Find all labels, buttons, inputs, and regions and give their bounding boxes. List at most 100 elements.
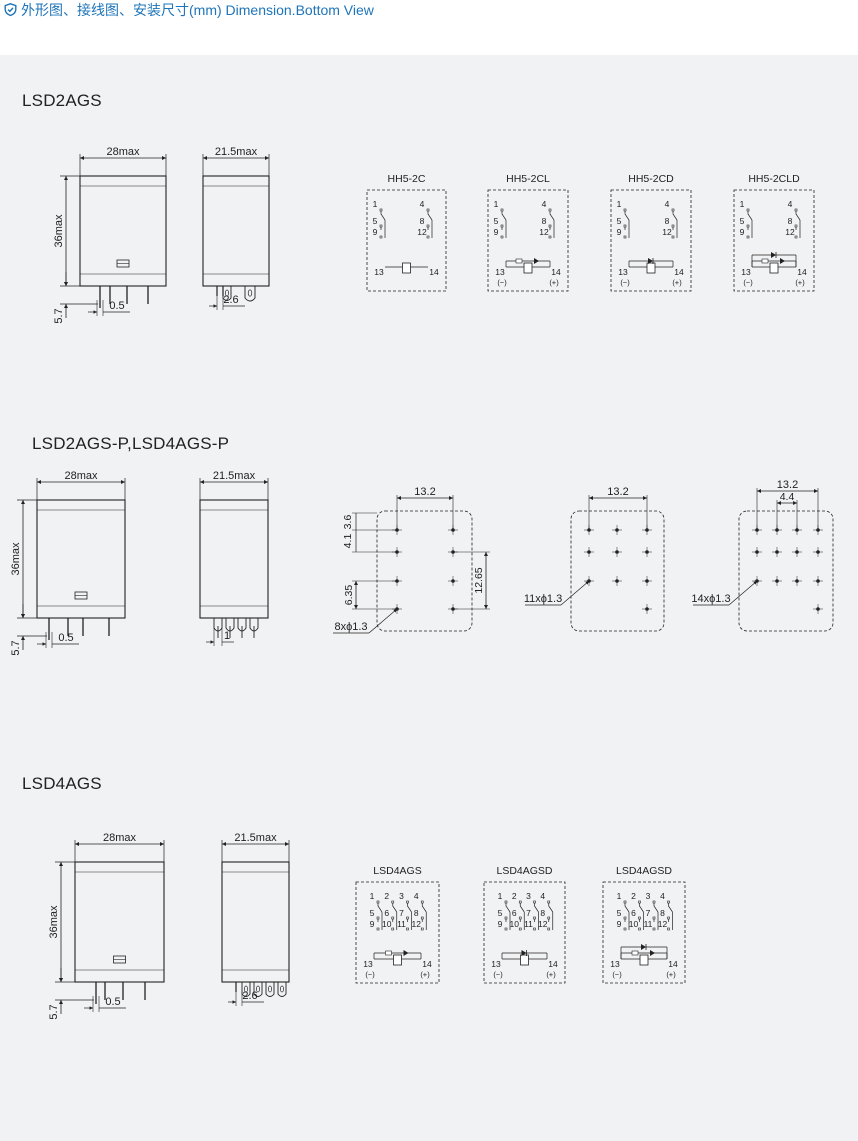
moving-contact [548, 903, 554, 913]
terminal-dot [671, 208, 675, 212]
terminal-dot [420, 900, 424, 904]
terminal-dot [547, 916, 551, 920]
wiring-frame [487, 189, 569, 292]
page-header: 外形图、接线图、安装尺寸(mm) Dimension.Bottom View [0, 0, 858, 55]
moving-contact [421, 903, 427, 913]
terminal-dot [671, 224, 675, 228]
terminal-dot [500, 235, 504, 239]
relay-side-body [202, 175, 270, 287]
terminal-dot [376, 927, 380, 931]
moving-contact [519, 903, 525, 913]
terminal-dot [667, 927, 670, 931]
moving-contact [653, 903, 659, 913]
terminal-dot [667, 916, 670, 920]
terminal-number: 9 [740, 227, 745, 237]
terminal-dot [638, 900, 641, 904]
terminal-number: 9 [494, 227, 499, 237]
terminal-dot [426, 224, 430, 228]
terminal-dot [746, 224, 750, 228]
terminal-number: 4 [665, 199, 670, 209]
terminal-dot [638, 916, 641, 920]
polarity-pos: (+) [666, 970, 676, 979]
section-title-lsd2ags: LSD2AGS [22, 91, 102, 110]
terminal-dot [746, 208, 750, 212]
terminal-number: 13 [374, 267, 384, 277]
terminal-number: 14 [429, 267, 439, 277]
relay-body [74, 861, 165, 983]
coil [769, 262, 779, 274]
wiring-frame [602, 881, 686, 984]
polarity-pos: (+) [672, 278, 682, 287]
terminal-number: 12 [538, 919, 548, 929]
terminal-dot [623, 224, 627, 228]
terminal-number: 11 [524, 919, 533, 929]
dimension-label: 13.2 [607, 486, 628, 498]
terminal-number: 5 [740, 216, 745, 226]
dimension-label: 5.7 [48, 1004, 60, 1019]
terminal-dot [623, 235, 627, 239]
terminal-dot [547, 927, 551, 931]
terminal-number: 8 [542, 216, 547, 226]
terminal-dot [652, 927, 656, 931]
wiring-diagram-title: HH5-2C [388, 173, 426, 185]
wiring-diagram-title: LSD4AGS [373, 865, 421, 877]
terminal-number: 5 [370, 908, 375, 918]
terminal-number: 1 [617, 199, 622, 209]
terminal-number: 10 [510, 919, 520, 929]
terminal-number: 9 [370, 919, 375, 929]
moving-contact [501, 211, 507, 221]
terminal-dot [794, 224, 798, 228]
section-title-lsd2ags-p: LSD2AGS-P,LSD4AGS-P [32, 434, 230, 453]
dimension-label: 36max [53, 214, 65, 248]
terminal-number: 3 [646, 891, 651, 901]
terminal-dot [518, 916, 522, 920]
led-icon [403, 950, 409, 956]
diode-icon [521, 950, 527, 956]
wiring-diagram-title: LSD4AGSD [616, 865, 672, 877]
moving-contact [549, 211, 555, 221]
terminal-dot [420, 916, 424, 920]
terminal-dot [667, 900, 670, 904]
diode-icon [641, 944, 646, 950]
polarity-pos: (+) [549, 278, 559, 287]
wiring-diagram-title: HH5-2CL [506, 173, 550, 185]
pcb-outline [376, 510, 473, 632]
terminal-dot [391, 927, 395, 931]
terminal-number: 12 [539, 227, 549, 237]
pcb-outline [738, 510, 834, 632]
section-title-lsd4ags: LSD4AGS [22, 774, 102, 793]
terminal-dot [391, 900, 395, 904]
wiring-frame [610, 189, 692, 292]
dimension-label: 0.5 [58, 632, 73, 644]
terminal-number: 8 [420, 216, 425, 226]
coil [402, 262, 411, 274]
moving-contact [380, 211, 386, 221]
terminal-dot [406, 916, 409, 920]
terminal-number: 4 [660, 891, 665, 901]
terminal-number: 8 [540, 908, 545, 918]
relay-side-body [199, 499, 269, 619]
terminal-number: 4 [542, 199, 547, 209]
terminal-dot [504, 900, 508, 904]
terminal-number: 10 [629, 919, 639, 929]
lug-hole [225, 289, 229, 297]
terminal-number: 5 [498, 908, 503, 918]
leader-line [560, 580, 590, 606]
terminal-dot [533, 900, 536, 904]
hole-count-label: 8xϕ1.3 [334, 621, 367, 633]
terminal-number: 2 [512, 891, 517, 901]
terminal-number: 13 [495, 267, 505, 277]
terminal-dot [623, 916, 627, 920]
terminal-dot [533, 916, 536, 920]
moving-contact [392, 903, 398, 913]
terminal-number: 13 [618, 267, 628, 277]
shield-icon [4, 3, 17, 17]
lug-hole [280, 985, 284, 993]
lug-hole [247, 289, 253, 297]
moving-contact [534, 903, 539, 913]
terminal-dot [379, 224, 383, 228]
terminal-dot [406, 900, 409, 904]
